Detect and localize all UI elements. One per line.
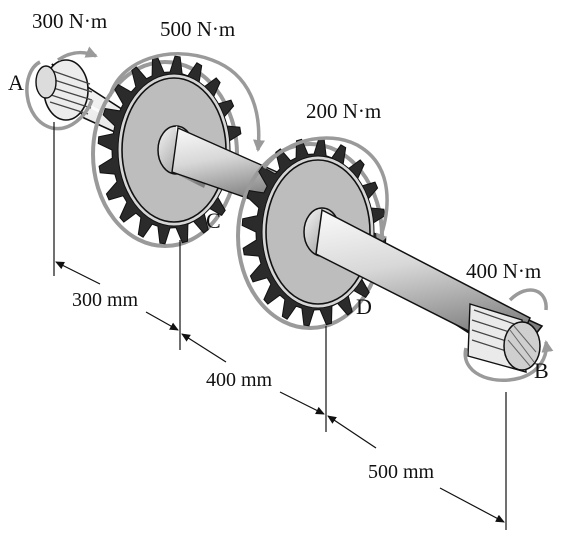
dim-cd-arrow-left [181,333,227,363]
point-label-d: D [356,294,372,319]
dim-db-arrow-left [327,415,377,449]
torque-label-b: 400 N·m [466,259,541,283]
torque-arrow-a [25,46,98,131]
point-label-b: B [534,358,549,383]
dim-db-arrow-right [439,487,505,523]
dim-label-cd: 400 mm [206,369,273,391]
shaft-end-a [35,59,93,121]
point-label-a: A [8,70,24,95]
dim-label-ac: 300 mm [72,289,139,311]
dim-ac-arrow-right [145,311,179,331]
torque-arrow-b [463,288,554,383]
dim-ac-arrow-left [55,261,101,285]
shaft-end-b [467,303,541,373]
torque-arrow-d [262,136,389,246]
torque-label-c: 500 N·m [160,17,235,41]
torque-label-d: 200 N·m [306,99,381,123]
torque-label-a: 300 N·m [32,9,107,33]
torque-arrow-c [108,52,265,152]
dimension-lines [53,122,507,530]
dim-cd-arrow-right [279,391,325,415]
dim-label-db: 500 mm [368,461,435,483]
point-label-c: C [206,208,221,233]
